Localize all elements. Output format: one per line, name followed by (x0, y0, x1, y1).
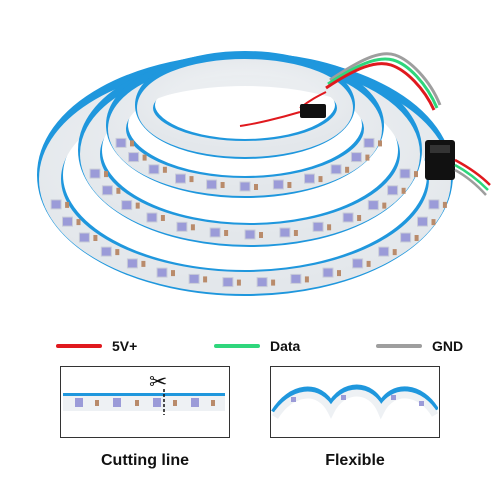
led-chip (428, 199, 440, 210)
led-chip (188, 273, 200, 284)
led-chip (50, 199, 62, 210)
red-wire-swatch (56, 344, 102, 348)
led-chip (156, 267, 168, 278)
resistor (135, 202, 140, 209)
legend-5v: 5V+ (56, 336, 137, 356)
resistor (203, 276, 208, 283)
led-chip (222, 277, 234, 288)
cutting-line-panel: ✂ (60, 366, 230, 438)
resistor (259, 232, 263, 238)
resistor (65, 201, 70, 208)
resistor (93, 235, 98, 241)
led-chip (272, 179, 284, 190)
led-chip (128, 152, 140, 163)
resistor (115, 249, 120, 256)
resistor (130, 140, 134, 147)
resistor (337, 270, 341, 277)
led-chips (50, 137, 447, 288)
resistor (327, 224, 332, 231)
resistor (236, 279, 241, 286)
resistor (357, 215, 362, 221)
resistor (318, 176, 323, 183)
resistor (365, 154, 370, 161)
led-chip (115, 137, 127, 148)
resistor (366, 260, 371, 267)
led-chip (342, 212, 354, 223)
led-strip-coil-image (37, 51, 491, 296)
resistor (431, 219, 436, 226)
led-chip (146, 212, 158, 223)
resistor (189, 176, 194, 183)
led-chip (176, 221, 188, 232)
led-chip (330, 164, 342, 175)
resistor (254, 184, 258, 190)
caption-cutting-line: Cutting line (101, 452, 189, 469)
resistor (401, 187, 406, 194)
led-chip (352, 258, 364, 269)
led-chip (417, 216, 428, 227)
connector-plug (300, 104, 491, 196)
led-chip (304, 173, 315, 184)
led-chip (121, 200, 133, 211)
caption-flexible: Flexible (325, 452, 385, 469)
led-chip (126, 258, 138, 269)
resistor (142, 154, 147, 161)
cut-strip-image (63, 389, 225, 415)
led-chip (312, 221, 324, 232)
resistor (442, 201, 447, 208)
led-chip (101, 185, 113, 196)
legend-data: Data (214, 336, 300, 356)
legend-gnd: GND (376, 336, 463, 356)
led-chip (290, 273, 302, 284)
led-chip (367, 200, 379, 211)
resistor (271, 279, 276, 286)
led-chip (175, 173, 186, 184)
led-chip (209, 227, 221, 238)
gray-wire-swatch (376, 344, 422, 348)
led-chip (363, 137, 375, 148)
resistor (160, 215, 165, 221)
flexible-strip-image (271, 384, 439, 420)
resistor (304, 276, 309, 283)
resistor (141, 260, 146, 267)
led-chip (206, 179, 218, 190)
resistor (378, 140, 382, 147)
led-chip (279, 227, 291, 238)
resistor (382, 202, 387, 209)
led-chip (244, 229, 256, 240)
led-chip (322, 267, 334, 278)
led-chip (387, 185, 399, 196)
resistor (116, 187, 121, 194)
legend-label-data: Data (270, 338, 301, 354)
resistor (414, 235, 419, 241)
scissors-icon: ✂ (149, 369, 168, 394)
resistor (293, 230, 298, 236)
led-chip (62, 216, 73, 227)
resistor (162, 166, 167, 173)
led-chip (378, 246, 390, 257)
resistor (287, 182, 292, 188)
resistor (220, 182, 225, 188)
legend-label-5v: 5V+ (112, 338, 138, 354)
resistor (171, 270, 175, 277)
flexible-panel (270, 366, 440, 438)
resistor (224, 230, 229, 236)
led-chip (148, 164, 160, 175)
resistor (104, 171, 108, 178)
led-chip (350, 152, 362, 163)
resistor (345, 166, 350, 173)
green-wire-swatch (214, 344, 260, 348)
resistor (414, 171, 418, 178)
resistor (392, 249, 397, 256)
led-chip (78, 232, 90, 243)
led-chip (89, 168, 101, 179)
legend-label-gnd: GND (432, 338, 464, 354)
resistor (76, 219, 81, 226)
led-chip (400, 232, 412, 243)
led-chip (399, 168, 411, 179)
led-chip (239, 181, 251, 192)
led-chip (100, 246, 112, 257)
led-chip (256, 277, 268, 288)
resistor (190, 224, 195, 231)
